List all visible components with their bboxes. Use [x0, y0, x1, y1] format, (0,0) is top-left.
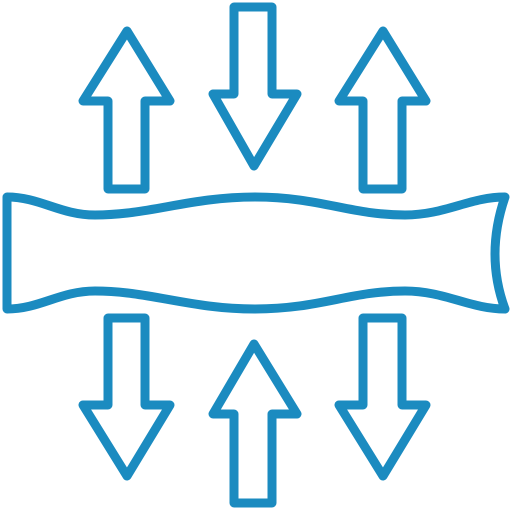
- arrow-up-icon: [208, 339, 302, 508]
- arrow-down-icon: [208, 2, 302, 171]
- membrane-icon: [2, 192, 510, 314]
- arrow-down-icon: [78, 313, 175, 481]
- arrow-up-icon: [78, 26, 175, 194]
- arrow-up-icon: [334, 26, 431, 194]
- arrow-down-icon: [334, 313, 431, 481]
